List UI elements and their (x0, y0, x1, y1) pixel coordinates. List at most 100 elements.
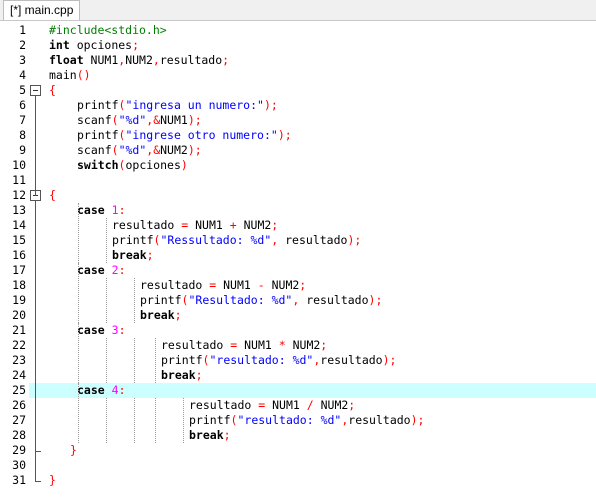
code-line[interactable]: printf("ingresa un numero:"); (49, 98, 596, 113)
code-line[interactable] (49, 458, 596, 473)
code-line[interactable] (49, 173, 596, 188)
line-number: 14 (12, 218, 26, 232)
code-token: resultado (299, 293, 369, 307)
indent-guide (134, 278, 135, 323)
code-line[interactable]: resultado = NUM1 + NUM2; (49, 218, 596, 233)
code-token: ; (320, 338, 328, 352)
code-token: ( (118, 158, 126, 172)
code-line[interactable]: scanf("%d",&NUM2); (49, 143, 596, 158)
line-number: 29 (12, 443, 26, 457)
code-token: / (306, 398, 314, 412)
code-token: ); (368, 293, 383, 307)
code-token: printf (77, 98, 119, 112)
code-line[interactable]: case 4: (49, 383, 596, 398)
code-line[interactable]: resultado = NUM1 - NUM2; (49, 278, 596, 293)
code-token: , (292, 293, 300, 307)
code-line[interactable]: main() (49, 68, 596, 83)
code-line[interactable]: int opciones; (49, 38, 596, 53)
line-number: 12 (12, 188, 26, 202)
code-token (105, 263, 112, 277)
code-token: ; (222, 53, 230, 67)
code-token: printf (77, 128, 119, 142)
code-token: * (278, 338, 286, 352)
code-token: ); (187, 143, 202, 157)
code-token: , (118, 53, 126, 67)
code-area[interactable]: #include<stdio.h>int opciones;float NUM1… (49, 21, 596, 500)
code-token: break (161, 368, 196, 382)
indent-guide (78, 323, 79, 383)
code-token: resultado (278, 233, 348, 247)
code-token: ( (181, 293, 189, 307)
current-line-highlight (0, 383, 596, 398)
code-token: resultado (159, 53, 223, 67)
code-line[interactable]: scanf("%d",&NUM1); (49, 113, 596, 128)
code-token: float (49, 53, 84, 67)
code-token: printf (161, 353, 203, 367)
code-token: resultado (140, 278, 210, 292)
code-token: 3 (111, 323, 119, 337)
line-number: 11 (12, 173, 26, 187)
code-token: = (230, 338, 238, 352)
code-line[interactable]: printf("Resultado: %d", resultado); (49, 293, 596, 308)
code-token: opciones (69, 38, 133, 52)
code-token: "%d" (118, 143, 147, 157)
code-token: 2 (111, 263, 119, 277)
code-token: printf (140, 293, 182, 307)
indent-guide (78, 203, 79, 263)
code-token: { (49, 83, 56, 97)
code-token: , (152, 53, 160, 67)
code-line[interactable]: printf("resultado: %d",resultado); (49, 413, 596, 428)
tab-main-cpp[interactable]: [*] main.cpp (3, 0, 81, 20)
code-token: resultado (320, 353, 383, 367)
code-line[interactable]: float NUM1,NUM2,resultado; (49, 53, 596, 68)
code-token: ( (202, 353, 210, 367)
code-token: resultado (161, 338, 231, 352)
code-line[interactable]: #include<stdio.h> (49, 23, 596, 38)
code-line[interactable]: printf("resultado: %d",resultado); (49, 353, 596, 368)
line-number: 19 (12, 293, 26, 307)
line-number: 5 (19, 83, 26, 97)
code-token: case (77, 323, 105, 337)
code-line[interactable]: { (49, 188, 596, 203)
code-line[interactable]: { (49, 83, 596, 98)
code-token: ; (299, 278, 307, 292)
code-token: ); (382, 353, 397, 367)
line-number: 13 (12, 203, 26, 217)
fold-toggle-main-icon[interactable] (30, 85, 41, 96)
code-line[interactable]: resultado = NUM1 / NUM2; (49, 398, 596, 413)
code-token: , (271, 233, 279, 247)
code-token: NUM2 (236, 218, 272, 232)
code-line[interactable]: break; (49, 308, 596, 323)
code-token: int (49, 38, 70, 52)
code-token: ; (195, 368, 203, 382)
code-line[interactable]: break; (49, 248, 596, 263)
code-token: NUM1 (216, 278, 258, 292)
fold-end-marker (35, 481, 41, 482)
code-token: , (313, 353, 321, 367)
code-line[interactable]: break; (49, 428, 596, 443)
code-token: ( (111, 113, 119, 127)
code-token: + (229, 218, 237, 232)
code-token: - (257, 278, 265, 292)
code-token: break (140, 308, 175, 322)
code-line[interactable]: printf("Ressultado: %d", resultado); (49, 233, 596, 248)
code-line[interactable]: case 3: (49, 323, 596, 338)
code-token: = (258, 398, 266, 412)
code-line[interactable]: } (49, 443, 596, 458)
code-token: } (70, 443, 77, 457)
code-token: { (49, 188, 56, 202)
code-token: "ingrese otro numero:" (125, 128, 278, 142)
code-line[interactable]: case 2: (49, 263, 596, 278)
code-line[interactable]: printf("ingrese otro numero:"); (49, 128, 596, 143)
line-number: 8 (19, 128, 26, 142)
code-line[interactable]: resultado = NUM1 * NUM2; (49, 338, 596, 353)
code-line[interactable]: case 1: (49, 203, 596, 218)
code-token: ; (271, 218, 279, 232)
code-line[interactable]: } (49, 473, 596, 488)
code-line[interactable]: break; (49, 368, 596, 383)
code-line[interactable]: switch(opciones) (49, 158, 596, 173)
line-number: 17 (12, 263, 26, 277)
code-token: NUM1 (83, 53, 119, 67)
